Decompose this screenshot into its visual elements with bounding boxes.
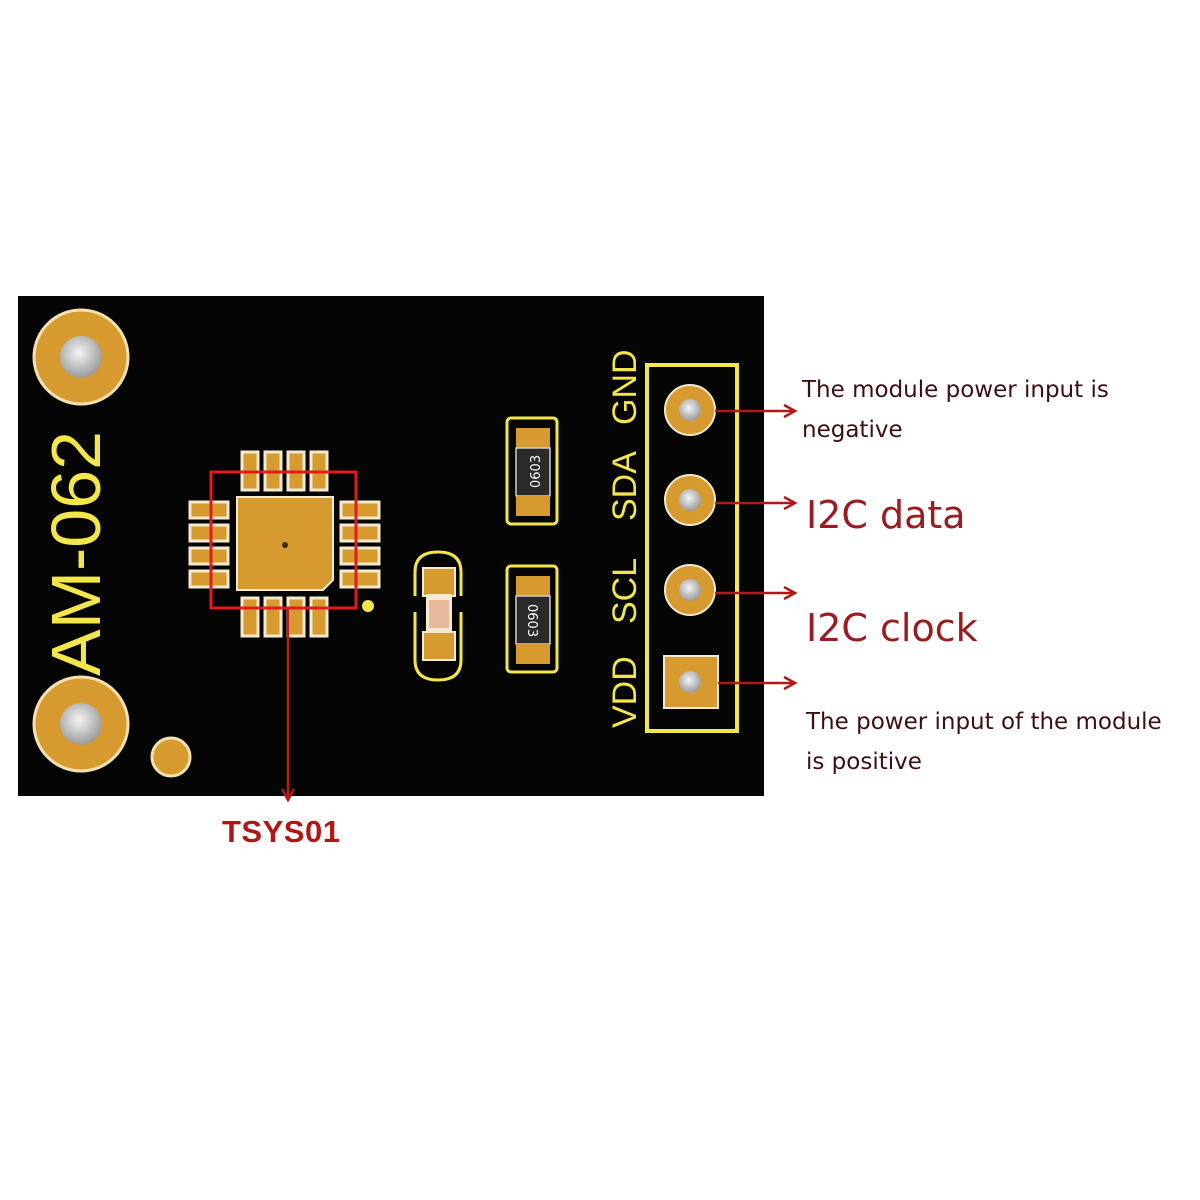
annotation-scl: I2C clock — [806, 606, 978, 650]
resistor-bottom: 0603 — [505, 564, 559, 674]
pin-label-vdd: VDD — [606, 656, 644, 728]
board-model-label: AM-062 — [37, 431, 115, 676]
pin-label-gnd: GND — [606, 349, 644, 425]
pin-header-outline — [645, 363, 739, 733]
pin-vdd — [663, 655, 719, 709]
mounting-hole-bottom — [32, 675, 130, 773]
tsys01-chip-footprint — [188, 450, 381, 638]
pcb-board — [18, 296, 764, 796]
annotation-vdd: The power input of the module is positiv… — [806, 702, 1162, 782]
pin-gnd — [664, 384, 716, 436]
annotation-gnd: The module power input is negative — [802, 370, 1109, 450]
annotation-sda: I2C data — [806, 493, 966, 537]
mounting-hole-top — [32, 308, 130, 406]
resistor-top-marking: 0603 — [529, 455, 544, 488]
resistor-top: 0603 — [505, 416, 559, 526]
annotation-vdd-line2: is positive — [806, 749, 922, 775]
resistor-bottom-marking: 0603 — [524, 604, 539, 637]
test-pad — [150, 736, 192, 778]
pin-sda — [664, 474, 716, 526]
annotation-gnd-line1: The module power input is — [802, 377, 1109, 403]
annotation-vdd-line1: The power input of the module — [806, 709, 1162, 735]
pin-label-scl: SCL — [606, 558, 644, 624]
pin-scl — [664, 564, 716, 616]
capacitor-component — [413, 550, 463, 682]
annotation-gnd-line2: negative — [802, 417, 903, 443]
pin-label-sda: SDA — [606, 451, 644, 521]
chip-label: TSYS01 — [222, 814, 341, 849]
